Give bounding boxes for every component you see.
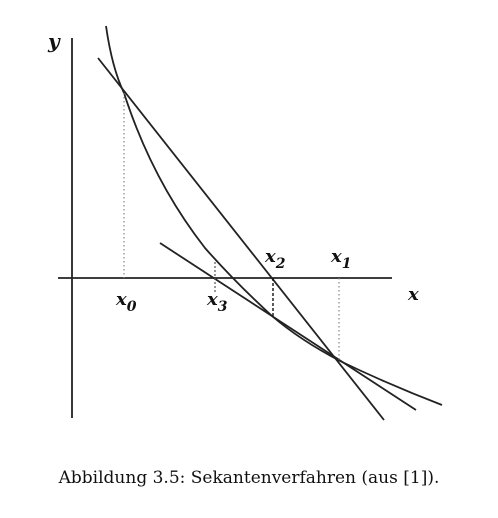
point-label-x0: x0 [115, 289, 137, 315]
secant-line-x1-x2 [159, 242, 417, 411]
figure-caption: Abbildung 3.5: Sekantenverfahren (aus [1… [58, 468, 440, 488]
secant-method-diagram: y x x0 x3 x2 x1 [47, 25, 443, 421]
secant-line-x0-x1 [97, 57, 385, 421]
point-label-x3: x3 [206, 289, 228, 315]
x-axis-label: x [407, 284, 419, 305]
function-curve [105, 25, 443, 406]
y-axis-label: y [47, 29, 61, 53]
point-label-x1: x1 [330, 246, 351, 272]
point-label-x2: x2 [264, 246, 286, 272]
